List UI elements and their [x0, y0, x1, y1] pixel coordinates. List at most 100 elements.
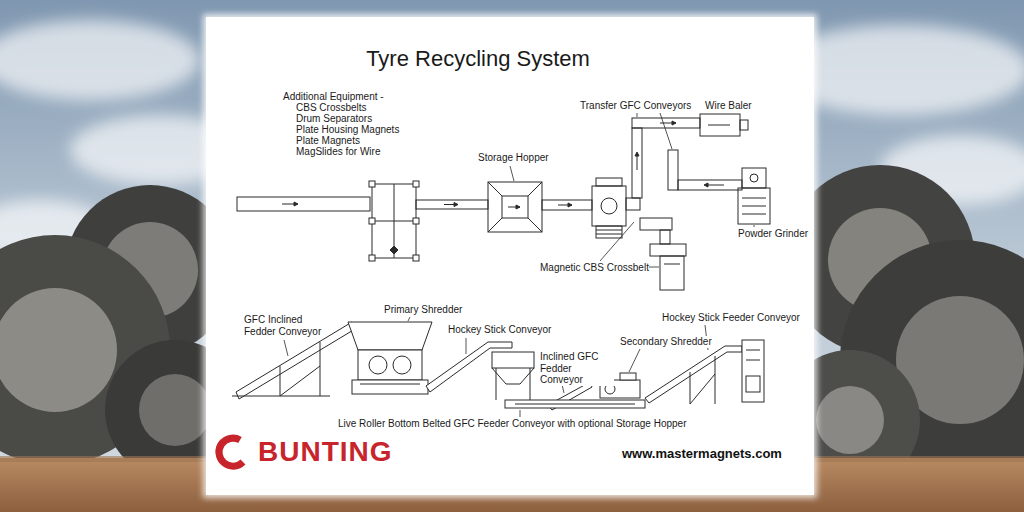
- part-label-holder: Hockey Stick Feeder Conveyor: [662, 312, 800, 324]
- plan-view-drawing-part: [369, 218, 375, 224]
- part-label: Drum Separators: [296, 113, 372, 125]
- plan-view-drawing-part: [413, 218, 419, 224]
- plan-view-drawing-part: [640, 218, 672, 230]
- plan-view-drawing-part: [632, 128, 642, 198]
- leader-line-part: [629, 349, 640, 372]
- part-label-holder: Magnetic CBS Crossbelt: [540, 262, 649, 274]
- part-label-holder: Secondary Shredder: [620, 336, 712, 348]
- plan-view-drawing-part: [592, 186, 626, 226]
- elevation-view-drawing-part: [690, 374, 715, 404]
- plan-view-drawing-part: [488, 218, 502, 232]
- plan-view-drawing-part: [601, 198, 617, 214]
- part-label: Plate Housing Magnets: [296, 124, 399, 136]
- part-label-holder: MagSlides for Wire: [296, 146, 380, 158]
- plan-view-drawing-part: [369, 255, 375, 261]
- logo-icon: [218, 438, 243, 466]
- part-label-holder: Transfer GFC Conveyors: [580, 100, 691, 112]
- plan-view-drawing-part: [626, 198, 640, 210]
- plan-view-drawing-part: [740, 120, 748, 130]
- elevation-view-drawing-part: [352, 380, 428, 394]
- elevation-view-drawing-part: [280, 366, 320, 396]
- elevation-view-drawing-part: [746, 350, 760, 351]
- part-label: Storage Hopper: [478, 152, 549, 164]
- leader-line-part: [637, 113, 638, 117]
- plan-view-drawing-part: [742, 198, 766, 199]
- elevation-view-drawing-part: [645, 346, 742, 403]
- paper-sheet-part: [203, 14, 817, 498]
- elevation-view-drawing-part: [746, 360, 760, 361]
- plan-view-drawing-part: [372, 184, 416, 258]
- leader-line-part: [284, 340, 288, 356]
- plan-view-drawing-part: [596, 226, 622, 238]
- plan-view-drawing-part: [488, 182, 542, 232]
- leader-line: [284, 113, 754, 417]
- part-label: Hockey Stick Feeder Conveyor: [662, 312, 800, 324]
- part-label: Wire Baler: [705, 100, 752, 112]
- plan-view-drawing-part: [668, 150, 678, 190]
- part-label: Additional Equipment -: [283, 91, 384, 103]
- logo-icon-part: [218, 441, 224, 463]
- part-label: Inclined GFC Fedder Conveyor: [540, 351, 614, 386]
- part-label-holder: Wire Baler: [705, 100, 752, 112]
- plan-view-drawing-part: [528, 218, 542, 232]
- elevation-view-drawing-part: [746, 376, 760, 392]
- elevation-view-drawing-part: [393, 356, 411, 374]
- plan-view-drawing-part: [294, 202, 298, 206]
- plan-view-drawing-part: [700, 114, 740, 136]
- plan-view-drawing-part: [369, 181, 375, 187]
- plan-view-drawing-part: [528, 182, 542, 196]
- plan-view-drawing-part: [488, 182, 502, 196]
- part-label: Hockey Stick Conveyor: [448, 324, 551, 336]
- plan-view-drawing-part: [516, 205, 520, 209]
- part-label-holder: GFC Inclined Fedder Conveyor: [244, 314, 324, 337]
- part-label-holder: Storage Hopper: [478, 152, 549, 164]
- leader-line-part: [754, 225, 755, 227]
- plan-view-drawing-part: [678, 180, 742, 190]
- leader-line-part: [510, 166, 514, 181]
- plan-view-drawing-part: [632, 118, 700, 128]
- plan-view-drawing-part: [708, 185, 724, 186]
- plan-view-drawing-part: [750, 174, 758, 182]
- elevation-view-drawing-part: [515, 404, 635, 405]
- elevation-view-drawing-part: [715, 356, 716, 404]
- diagram-title: Tyre Recycling System: [278, 46, 678, 71]
- leader-line-part: [408, 317, 410, 321]
- plan-view-drawing-part: [502, 196, 528, 218]
- part-label: Magnetic CBS Crossbelt: [540, 262, 649, 274]
- plan-view-drawing-part: [660, 256, 684, 290]
- plan-view-drawing-part: [568, 203, 572, 207]
- elevation-view-drawing-part: [360, 384, 420, 385]
- plan-view-drawing-part: [742, 214, 766, 215]
- elevation-view-drawing-part: [690, 372, 691, 404]
- plan-view-drawing-part: [413, 255, 419, 261]
- sky-part-part: [0, 20, 200, 100]
- part-label-holder: Powder Grinder: [738, 228, 808, 240]
- part-label-holder: Inclined GFC Fedder Conveyor: [540, 351, 614, 386]
- plan-view-drawing-part: [672, 121, 676, 125]
- leader-line-part: [660, 113, 672, 149]
- leader-line-part: [600, 222, 634, 261]
- part-label-holder: Drum Separators: [296, 113, 372, 125]
- part-label-holder: Plate Housing Magnets: [296, 124, 399, 136]
- part-label: Powder Grinder: [738, 228, 808, 240]
- plan-view-drawing-part: [454, 203, 458, 207]
- diagram-title-holder: Tyre Recycling System: [278, 46, 678, 71]
- plan-view-drawing-part: [650, 244, 686, 256]
- part-label: Secondary Shredder: [620, 336, 712, 348]
- plan-view-drawing-part: [596, 178, 622, 186]
- elevation-view-drawing-part: [620, 373, 636, 380]
- elevation-view-drawing-part: [496, 368, 497, 400]
- elevation-view-drawing-part: [320, 342, 321, 396]
- tyre-pile-part: [0, 288, 117, 412]
- part-label: Primary Shredder: [384, 304, 462, 316]
- elevation-view-drawing-part: [348, 322, 432, 350]
- plan-view-drawing-part: [635, 152, 639, 156]
- part-label-holder: CBS Crossbelts: [296, 102, 367, 114]
- plan-view-drawing-part: [416, 200, 488, 209]
- elevation-view-drawing-part: [358, 350, 422, 380]
- website-url-holder: www.mastermagnets.com: [622, 447, 782, 462]
- part-label: GFC Inclined Fedder Conveyor: [244, 314, 324, 337]
- tyre-pile-part: [816, 386, 884, 454]
- elevation-view-drawing-part: [232, 396, 330, 397]
